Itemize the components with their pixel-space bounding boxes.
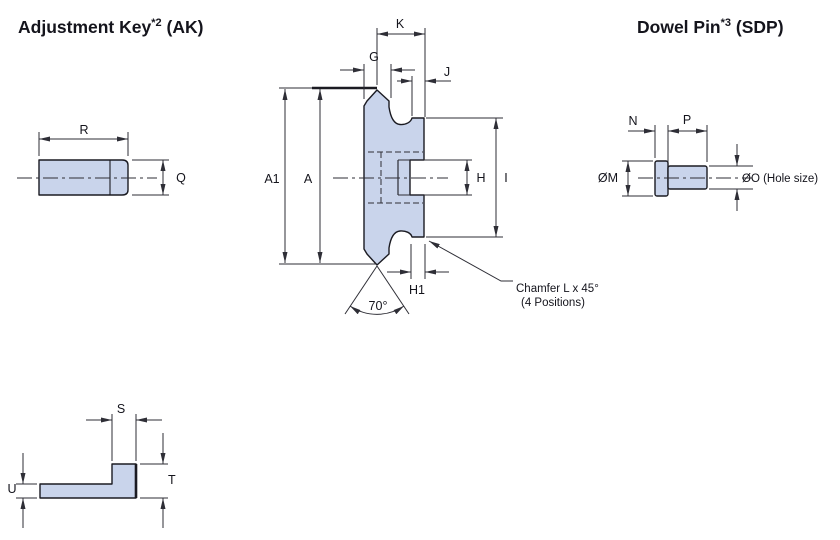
adjustment-key-side-view: S T U	[7, 402, 176, 528]
label-A1: A1	[264, 172, 279, 186]
label-N: N	[628, 114, 637, 128]
label-A: A	[304, 172, 313, 186]
dim-H1: H1	[387, 244, 449, 297]
dim-G: G	[340, 50, 415, 99]
label-R: R	[79, 123, 88, 137]
dim-U: U	[7, 453, 37, 528]
dim-A: A	[304, 89, 323, 263]
dowel-pin-view: N P ØM ØO (Hole size)	[598, 113, 818, 211]
label-Q: Q	[176, 171, 186, 185]
dim-S: S	[86, 402, 162, 461]
dim-A1: A1	[264, 89, 288, 263]
label-I: I	[504, 171, 507, 185]
dim-I: I	[426, 117, 508, 238]
chamfer-note: Chamfer L x 45° (4 Positions)	[428, 240, 599, 309]
label-S: S	[117, 402, 125, 416]
label-K: K	[396, 17, 405, 31]
dim-T: T	[140, 433, 176, 528]
chamfer-leader-line	[428, 240, 513, 282]
dim-J: J	[397, 65, 451, 116]
label-U: U	[7, 482, 16, 496]
dim-Q: Q	[132, 159, 186, 196]
dim-P: P	[667, 113, 708, 162]
key-side-body	[39, 463, 137, 499]
label-M: ØM	[598, 171, 618, 185]
label-H: H	[476, 171, 485, 185]
center-section-view: K G J A1 A H	[264, 17, 599, 315]
dim-M: ØM	[598, 160, 653, 197]
dim-angle-70: 70°	[344, 265, 410, 315]
label-G: G	[369, 50, 379, 64]
label-angle: 70°	[369, 299, 388, 313]
dim-O: ØO (Hole size)	[709, 144, 818, 211]
label-chamfer-line2: (4 Positions)	[521, 297, 585, 309]
dim-R: R	[38, 123, 129, 156]
label-O: ØO (Hole size)	[742, 173, 818, 185]
label-T: T	[168, 473, 176, 487]
dim-H: H	[464, 160, 486, 195]
dim-N: N	[628, 114, 656, 158]
label-H1: H1	[409, 283, 425, 297]
label-chamfer-line1: Chamfer L x 45°	[516, 283, 599, 295]
title-adjustment-key: Adjustment Key*2 (AK)	[18, 17, 203, 37]
adjustment-key-front-view: R Q	[17, 123, 186, 196]
label-P: P	[683, 113, 691, 127]
label-J: J	[444, 65, 450, 79]
title-dowel-pin: Dowel Pin*3 (SDP)	[637, 17, 784, 37]
dim-K: K	[376, 17, 426, 117]
